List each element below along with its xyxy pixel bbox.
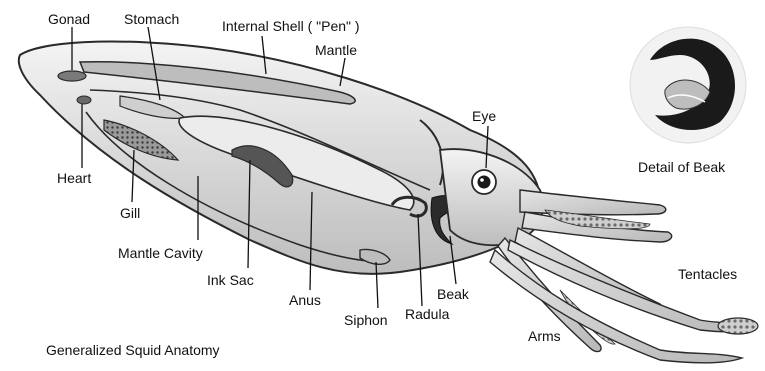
label-gill: Gill <box>120 205 140 221</box>
label-tentacles: Tentacles <box>678 266 737 282</box>
label-gonad: Gonad <box>48 11 90 27</box>
label-arms: Arms <box>528 328 561 344</box>
heart <box>77 96 91 104</box>
label-detail-of-beak: Detail of Beak <box>638 159 725 175</box>
label-mantle-cavity: Mantle Cavity <box>118 245 203 261</box>
label-heart: Heart <box>57 170 91 186</box>
beak-detail-inset <box>630 27 746 143</box>
label-radula: Radula <box>405 306 449 322</box>
label-eye: Eye <box>472 108 496 124</box>
label-mantle: Mantle <box>315 42 357 58</box>
label-internal-shell: Internal Shell ( "Pen" ) <box>222 18 360 34</box>
label-ink-sac: Ink Sac <box>207 272 254 288</box>
arm <box>520 190 666 215</box>
tentacle-club <box>718 318 758 334</box>
diagram-caption: Generalized Squid Anatomy <box>46 342 220 358</box>
label-stomach: Stomach <box>124 11 179 27</box>
label-anus: Anus <box>289 292 321 308</box>
label-siphon: Siphon <box>344 312 388 328</box>
label-beak: Beak <box>437 286 469 302</box>
gonad <box>58 71 86 81</box>
